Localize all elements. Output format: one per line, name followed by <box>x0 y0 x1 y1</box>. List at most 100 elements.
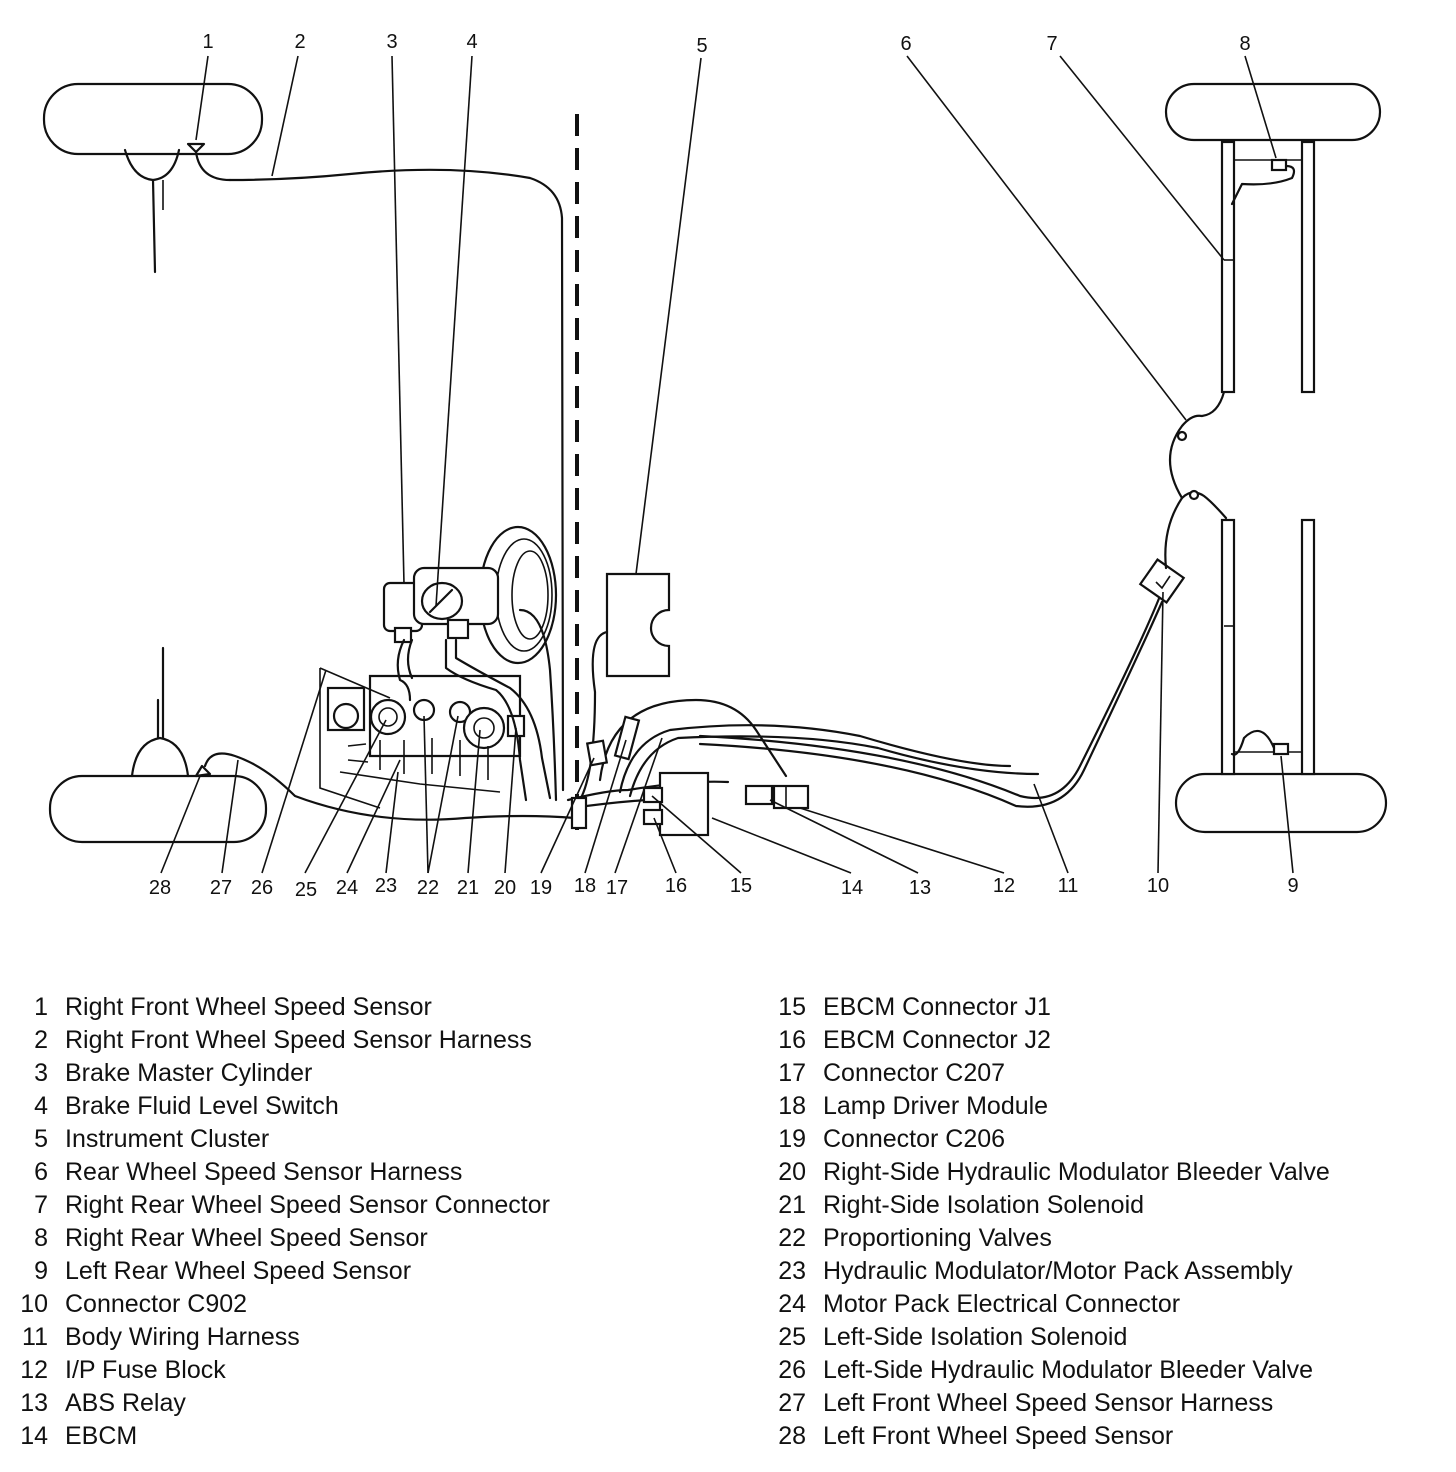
connector-c207 <box>570 796 588 830</box>
body-wiring-harness <box>698 600 1164 808</box>
legend-item: 9 Left Rear Wheel Speed Sensor <box>14 1255 550 1288</box>
callout-21: 21 <box>457 877 479 899</box>
legend-item-number: 14 <box>20 1422 48 1450</box>
legend-item-label: Hydraulic Modulator/Motor Pack Assembly <box>823 1257 1293 1285</box>
callout-13: 13 <box>909 877 931 899</box>
callout-24: 24 <box>336 877 358 899</box>
legend-item-number: 20 <box>778 1158 806 1186</box>
legend-item-number: 16 <box>778 1026 806 1054</box>
legend-item: 21 Right-Side Isolation Solenoid <box>770 1189 1330 1222</box>
legend-item-label: Brake Master Cylinder <box>65 1059 313 1087</box>
legend-item-number: 1 <box>34 993 48 1021</box>
callout-26: 26 <box>251 877 273 899</box>
right-front-sensor-harness <box>228 168 565 792</box>
hydraulic-modulator-assembly <box>319 667 526 809</box>
legend-item-number: 22 <box>778 1224 806 1252</box>
legend-item-number: 5 <box>34 1125 48 1153</box>
legend-item-number: 4 <box>34 1092 48 1120</box>
harness-bundle <box>598 698 788 782</box>
abs-relay <box>744 784 774 806</box>
brake-line <box>518 608 558 802</box>
callout-27: 27 <box>210 877 232 899</box>
legend-item-label: Motor Pack Electrical Connector <box>823 1290 1181 1318</box>
callout-22: 22 <box>417 877 439 899</box>
callout-28: 28 <box>149 877 171 899</box>
legend-item-number: 21 <box>778 1191 806 1219</box>
callout-8: 8 <box>1239 33 1250 55</box>
legend-item-label: Left Front Wheel Speed Sensor Harness <box>823 1389 1274 1417</box>
harness-bundle <box>628 735 1040 798</box>
legend-item-number: 28 <box>778 1422 806 1450</box>
ebcm <box>642 771 710 837</box>
legend-item-label: Instrument Cluster <box>65 1125 270 1153</box>
brake-line <box>396 638 412 702</box>
brake-line <box>444 638 528 802</box>
right-front-wheel-speed-sensor <box>186 142 232 182</box>
legend-item-label: Left-Side Isolation Solenoid <box>823 1323 1128 1351</box>
legend-item-label: Left Front Wheel Speed Sensor <box>823 1422 1174 1450</box>
right-front-wheel <box>42 82 264 274</box>
legend-item-label: Right-Side Isolation Solenoid <box>823 1191 1145 1219</box>
callout-19: 19 <box>530 877 552 899</box>
abs-component-diagram: 1 2 3 4 5 6 7 8 9 10 11 12 13 14 15 16 1… <box>42 31 1388 901</box>
connector-c206 <box>585 739 609 767</box>
legend-item-label: Proportioning Valves <box>823 1224 1052 1252</box>
legend-item-label: Connector C206 <box>823 1125 1006 1153</box>
legend-item-label: Left-Side Hydraulic Modulator Bleeder Va… <box>823 1356 1314 1384</box>
callout-3: 3 <box>386 31 397 53</box>
callout-12: 12 <box>993 875 1015 897</box>
callout-4: 4 <box>466 31 477 53</box>
legend-left-column: 1 Right Front Wheel Speed Sensor 2 Right Fr… <box>14 991 550 1453</box>
legend-item-label: Left Rear Wheel Speed Sensor <box>65 1257 412 1285</box>
legend-item-label: Right Front Wheel Speed Sensor <box>65 993 432 1021</box>
legend-item-number: 2 <box>34 1026 48 1054</box>
ip-fuse-block <box>772 784 810 810</box>
legend-item-number: 26 <box>778 1356 806 1384</box>
callout-23: 23 <box>375 875 397 897</box>
legend-item-label: Right Rear Wheel Speed Sensor Connector <box>65 1191 550 1219</box>
legend-item-number: 9 <box>34 1257 48 1285</box>
legend-item-number: 7 <box>34 1191 48 1219</box>
legend-item-number: 25 <box>778 1323 806 1351</box>
legend-item-label: EBCM Connector J1 <box>823 993 1051 1021</box>
legend-item-number: 15 <box>778 993 806 1021</box>
callout-10: 10 <box>1147 875 1169 897</box>
legend-item-label: Connector C902 <box>65 1290 248 1318</box>
instrument-cluster <box>605 572 671 678</box>
brake-line <box>454 638 552 800</box>
callout-18: 18 <box>574 875 596 897</box>
callout-7: 7 <box>1046 33 1057 55</box>
brake-line <box>406 638 414 680</box>
callout-9: 9 <box>1287 875 1298 897</box>
legend-item-label: Right Front Wheel Speed Sensor Harness <box>65 1026 532 1054</box>
right-rear-wheel <box>1164 82 1382 142</box>
callout-6: 6 <box>900 33 911 55</box>
legend-item-label: Rear Wheel Speed Sensor Harness <box>65 1158 463 1186</box>
legend-item-label: Lamp Driver Module <box>823 1092 1049 1120</box>
legend-item-label: Right Rear Wheel Speed Sensor <box>65 1224 428 1252</box>
left-rear-wheel <box>1174 772 1388 834</box>
legend-item: 1 Right Front Wheel Speed Sensor <box>14 991 550 1024</box>
lamp-driver-module <box>613 715 641 761</box>
legend-item: 15 EBCM Connector J1 <box>770 991 1330 1024</box>
body-wiring-harness <box>698 594 1162 800</box>
brake-fluid-level-switch <box>420 581 464 621</box>
callout-11: 11 <box>1058 875 1079 897</box>
legend-item: 7 Right Rear Wheel Speed Sensor Connector <box>14 1189 550 1222</box>
legend-item: 2 Right Front Wheel Speed Sensor Harness <box>14 1024 550 1057</box>
rear-wheel-speed-sensor-harness <box>1180 491 1228 520</box>
left-front-wheel-speed-sensor <box>194 752 577 821</box>
rear-wheel-speed-sensor-harness <box>1164 390 1226 570</box>
